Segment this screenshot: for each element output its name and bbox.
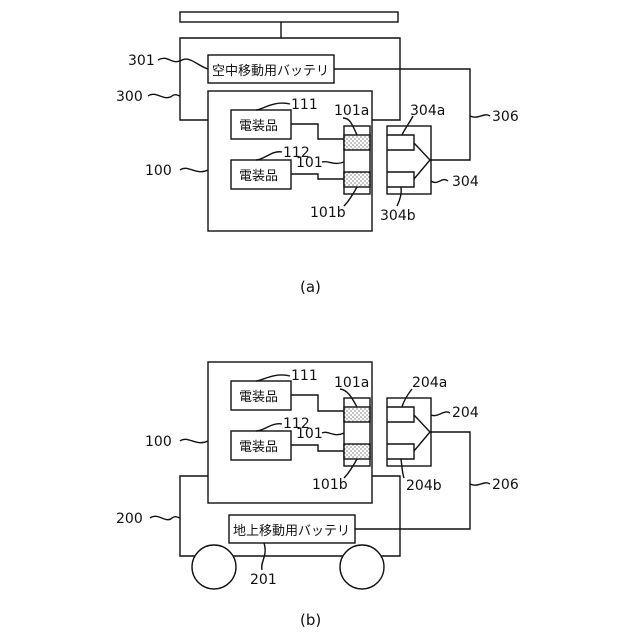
leader-111a	[256, 103, 290, 110]
ref-300: 300	[116, 89, 143, 105]
pin-204a	[387, 407, 414, 422]
ref-100: 100	[145, 163, 172, 179]
ref-111: 111	[291, 368, 318, 384]
rotor-bar	[180, 12, 398, 22]
ref-101b: 101b	[312, 477, 348, 493]
ref-101a: 101a	[334, 375, 369, 391]
terminal-101b	[344, 444, 370, 459]
leader-100a	[180, 168, 208, 171]
connector-204-internal	[414, 415, 430, 451]
pin-304b	[387, 172, 414, 187]
pin-304a	[387, 135, 414, 150]
leader-101	[322, 162, 344, 164]
wheel-right	[340, 545, 384, 589]
leader-301	[158, 58, 208, 69]
device-111-label: 電装品	[239, 390, 278, 405]
device-112-label: 電装品	[239, 440, 278, 455]
ground-battery-label: 地上移動用バッテリ	[233, 524, 350, 539]
connector-304-internal	[414, 143, 430, 179]
leader-304	[431, 180, 448, 183]
ref-111: 111	[291, 97, 318, 113]
leader-100b	[180, 439, 208, 442]
ref-306: 306	[492, 109, 519, 125]
connector-304	[387, 126, 431, 194]
ref-206: 206	[492, 477, 519, 493]
figure-b	[150, 362, 490, 589]
leader-304b	[397, 187, 401, 206]
terminal-101b	[344, 172, 370, 187]
wire-111	[291, 124, 344, 139]
aerial-battery-label: 空中移動用バッテリ	[212, 64, 329, 79]
caption-a: (a)	[300, 278, 321, 296]
terminal-101a	[344, 407, 370, 422]
device-111-label: 電装品	[239, 119, 278, 134]
leader-200	[150, 516, 180, 519]
ref-201: 201	[250, 572, 277, 588]
leader-300	[148, 94, 180, 97]
leader-112a	[256, 152, 282, 160]
ref-101b: 101b	[310, 205, 346, 221]
ref-200: 200	[116, 511, 143, 527]
terminal-101a	[344, 135, 370, 150]
leader-204b	[401, 459, 404, 478]
wheel-left	[192, 545, 236, 589]
ref-204: 204	[452, 405, 479, 421]
caption-b: (b)	[300, 611, 321, 629]
ref-304: 304	[452, 174, 479, 190]
figure-a	[148, 12, 490, 231]
connector-204	[387, 398, 431, 466]
ref-204a: 204a	[412, 375, 447, 391]
wire-112	[291, 174, 344, 179]
ref-101a: 101a	[334, 103, 369, 119]
ref-204b: 204b	[406, 478, 442, 494]
device-112-label: 電装品	[239, 169, 278, 184]
ref-304b: 304b	[380, 208, 416, 224]
ref-101: 101	[296, 426, 323, 442]
leader-204	[431, 412, 450, 416]
ref-301: 301	[128, 53, 155, 69]
ref-304a: 304a	[410, 103, 445, 119]
pin-204b	[387, 444, 414, 459]
ref-100: 100	[145, 434, 172, 450]
leader-306	[470, 115, 490, 117]
ref-101: 101	[296, 155, 323, 171]
leader-206	[470, 483, 490, 485]
